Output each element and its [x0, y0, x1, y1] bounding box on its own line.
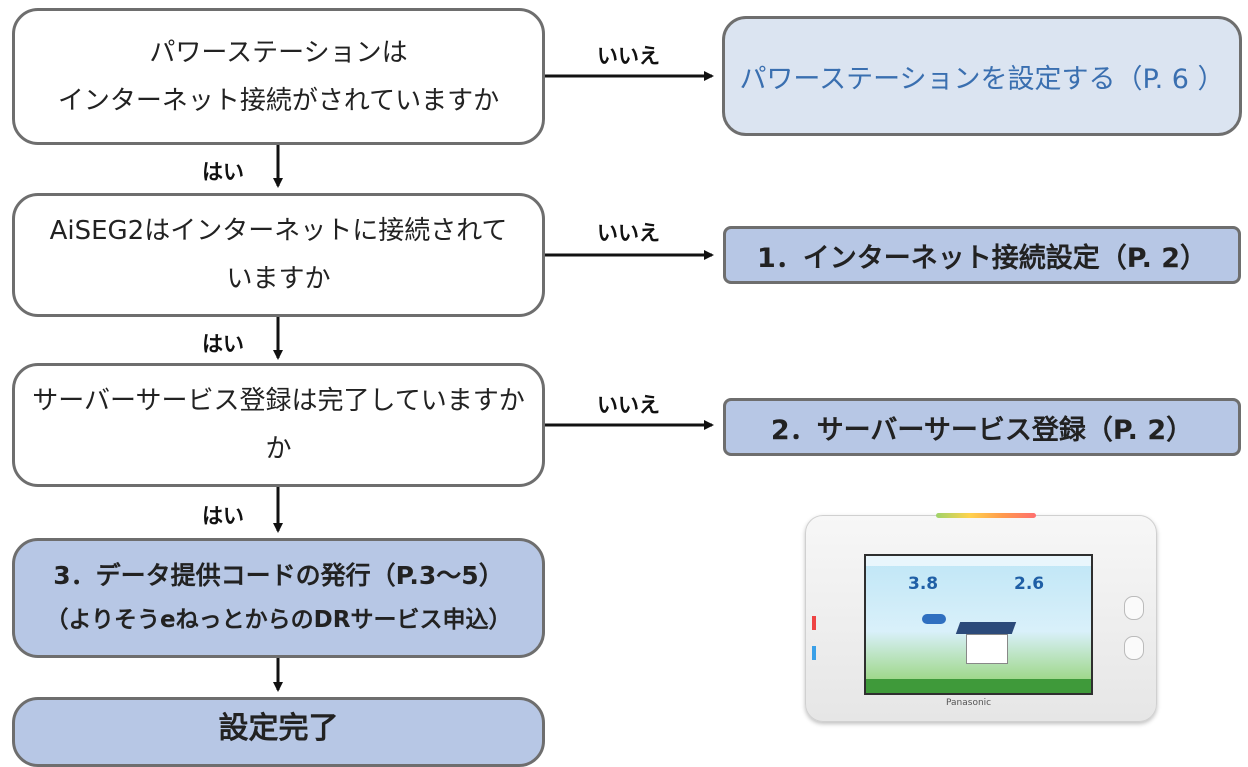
indicator-blue — [812, 646, 816, 660]
label-no-3: いいえ — [597, 393, 660, 417]
device-button-bottom — [1124, 636, 1144, 660]
question-line2: いますか — [226, 264, 331, 294]
result-powerstation-setup: パワーステーションを設定する（P. 6 ） — [722, 16, 1242, 136]
screen-header — [866, 556, 1091, 566]
device-button-top — [1124, 596, 1144, 620]
question-line2: か — [265, 434, 292, 464]
question-line1: AiSEG2はインターネットに接続されて — [49, 216, 508, 246]
step-line1: 3．データ提供コードの発行（P.3～5） — [53, 561, 504, 590]
question-powerstation-internet: パワーステーションは インターネット接続がされていますか — [12, 8, 545, 145]
label-yes-1: はい — [202, 160, 244, 184]
indicator-red — [812, 616, 816, 630]
brand-logo: Panasonic — [946, 698, 992, 708]
step-data-code-issue: 3．データ提供コードの発行（P.3～5） （よりそうeねっとからのDRサービス申… — [12, 538, 545, 658]
question-line2: インターネット接続がされていますか — [57, 85, 500, 116]
question-line1: パワーステーションは — [149, 37, 408, 68]
result-internet-setting: 1．インターネット接続設定（P. 2） — [723, 226, 1241, 284]
question-aiseg2-internet: AiSEG2はインターネットに接続されて いますか — [12, 193, 545, 317]
label-no-1: いいえ — [597, 44, 660, 68]
question-line1: サーバーサービス登録は完了していますか — [32, 386, 525, 416]
label-yes-3: はい — [202, 504, 244, 528]
result-text: 2．サーバーサービス登録（P. 2） — [770, 414, 1194, 446]
step-line2: （よりそうeねっとからのDRサービス申込） — [45, 607, 512, 633]
done-text: 設定完了 — [218, 711, 339, 746]
result-server-registration: 2．サーバーサービス登録（P. 2） — [723, 398, 1241, 456]
screen-badge-icon — [922, 614, 946, 624]
result-text: パワーステーションを設定する（P. 6 ） — [739, 63, 1225, 95]
aiseg2-device-image: 3.8 2.6 Panasonic — [805, 513, 1157, 722]
setup-complete: 設定完了 — [12, 697, 545, 767]
led-strip — [936, 513, 1036, 518]
label-no-2: いいえ — [597, 221, 660, 245]
label-yes-2: はい — [202, 332, 244, 356]
house-icon — [966, 634, 1008, 664]
screen-value-left: 3.8 — [908, 574, 939, 594]
screen-footer — [866, 679, 1091, 693]
device-screen: 3.8 2.6 — [864, 554, 1093, 695]
screen-value-right: 2.6 — [1014, 574, 1045, 594]
question-server-service: サーバーサービス登録は完了していますか か — [12, 363, 545, 487]
result-text: 1．インターネット接続設定（P. 2） — [756, 242, 1208, 274]
solar-panel-icon — [955, 622, 1017, 634]
